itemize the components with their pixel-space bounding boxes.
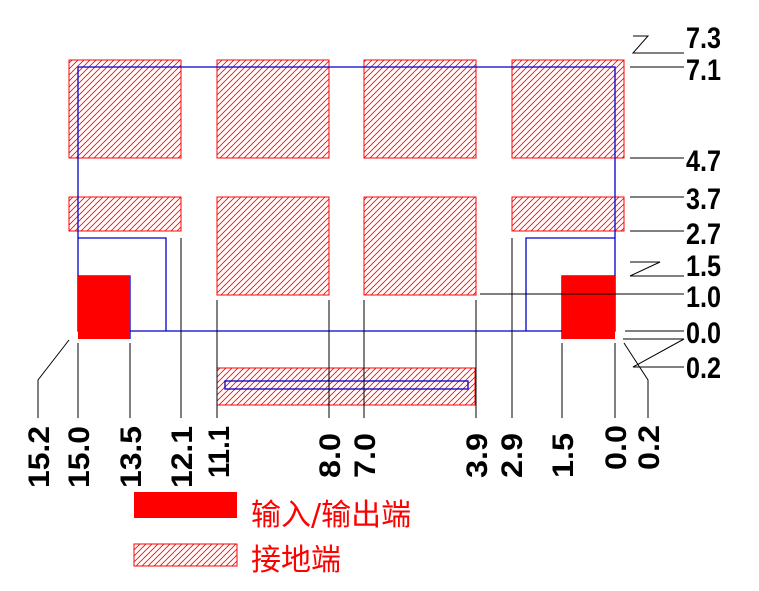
legend-ground-label: 接地端 [251,543,341,578]
io-pads [78,276,615,339]
right-label-0-0: 0.0 [686,317,721,350]
bottom-label-15-2: 15.2 [23,426,56,488]
right-label-3-7: 3.7 [686,183,721,216]
bottom-label-8-0: 8.0 [314,433,347,478]
leader-0-2 [623,338,685,368]
ground-pad-top-1 [68,59,182,159]
bottom-label-0-2: 0.2 [633,425,666,470]
ground-pad-center-right [363,196,477,296]
outline-inner-right [525,237,615,331]
ground-pad-top-3 [363,59,477,159]
io-pad-left [78,276,130,339]
legend-io-label: 输入/输出端 [251,498,411,533]
legend-io-swatch [134,492,237,518]
bottom-label-11-1: 11.1 [203,426,236,478]
right-label-7-3: 7.3 [686,22,721,55]
legend: 输入/输出端 接地端 [133,492,411,578]
bottom-label-15-0: 15.0 [63,426,96,488]
ground-pad-top-4 [511,59,625,159]
right-label-4-7: 4.7 [686,145,721,178]
right-label-1-0: 1.0 [686,281,721,314]
right-dimension-labels: 7.3 7.1 4.7 3.7 2.7 1.5 1.0 0.0 0.2 [686,22,721,385]
outline-bottom-slot [224,380,469,390]
bottom-dimension-labels: 15.2 15.0 13.5 12.1 11.1 8.0 7.0 3.9 2.9… [23,425,666,488]
ground-pad-center-left [216,196,330,296]
leader-15-2 [37,339,70,418]
ground-pad-top-2 [216,59,330,159]
bottom-label-13-5: 13.5 [115,426,148,488]
dimension-lines [37,35,685,418]
leader-1-5 [629,261,684,277]
io-pad-right [562,276,615,339]
right-label-1-5: 1.5 [686,250,721,283]
legend-ground-swatch [133,543,238,567]
right-label-0-2: 0.2 [686,352,721,385]
bottom-label-12-1: 12.1 [166,426,199,488]
right-label-2-7: 2.7 [686,218,721,251]
outline-inner-left [78,237,167,331]
bottom-label-7-0: 7.0 [349,433,382,478]
right-label-7-1: 7.1 [686,54,721,87]
ground-pad-bottom [216,367,476,406]
bottom-label-1-5: 1.5 [547,433,580,478]
bottom-label-0-0: 0.0 [600,425,633,470]
ground-pad-mid-right [511,196,625,232]
ground-pads [68,59,625,406]
bottom-label-2-9: 2.9 [496,433,529,478]
leader-0-2-v [623,342,649,418]
leader-7-3 [631,35,684,54]
ground-pad-mid-left [68,196,182,232]
bottom-label-3-9: 3.9 [461,433,494,478]
